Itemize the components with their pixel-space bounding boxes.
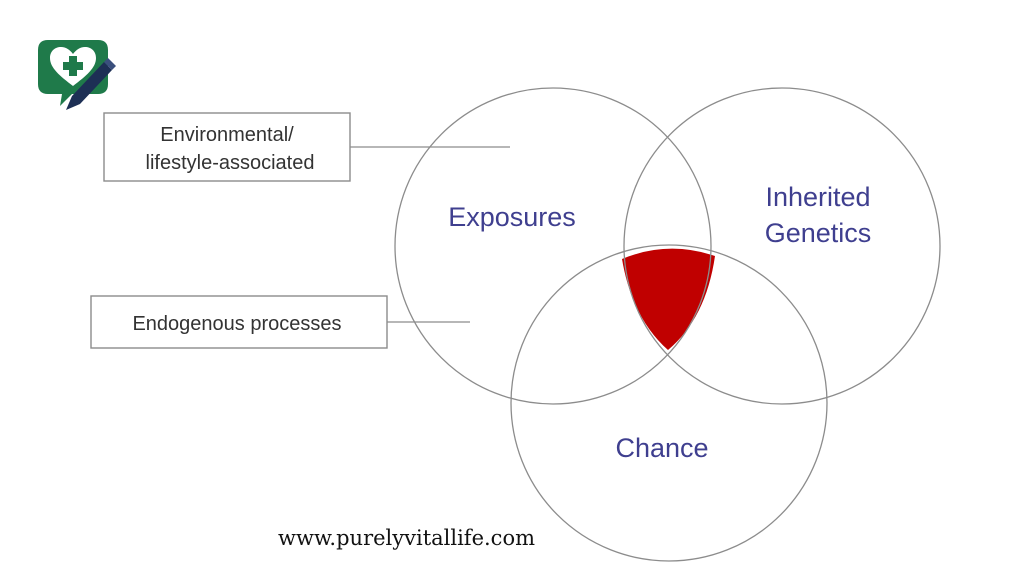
endogenous-callout-box bbox=[90, 295, 388, 349]
endogenous-callout-label: Endogenous processes bbox=[132, 313, 341, 335]
environmental-callout-line2: lifestyle-associated bbox=[146, 152, 315, 174]
triple-intersection-region bbox=[622, 248, 715, 350]
environmental-callout: Environmental/ lifestyle-associated bbox=[103, 112, 351, 182]
chance-circle bbox=[510, 244, 828, 562]
logo-cross-h bbox=[63, 62, 83, 70]
inherited-genetics-circle bbox=[623, 87, 941, 405]
exposures-label: Exposures bbox=[448, 202, 576, 232]
environmental-callout-box bbox=[103, 112, 351, 182]
environmental-callout-line1: Environmental/ bbox=[160, 124, 294, 146]
chance-label: Chance bbox=[615, 433, 708, 463]
inherited-label-line1: Inherited bbox=[765, 182, 870, 212]
inherited-label-line2: Genetics bbox=[765, 218, 872, 248]
logo-pen-cap bbox=[104, 58, 116, 70]
website-url: www.purelyvitallife.com bbox=[278, 526, 536, 550]
endogenous-callout: Endogenous processes bbox=[90, 295, 388, 349]
exposures-circle bbox=[394, 87, 712, 405]
logo-pen bbox=[66, 62, 112, 110]
logo-icon bbox=[38, 40, 116, 110]
